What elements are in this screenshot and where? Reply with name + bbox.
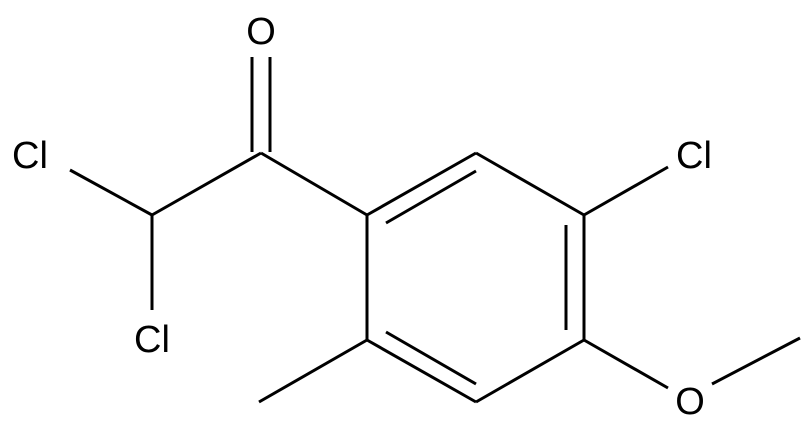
carbonyl-double-bond: [250, 57, 272, 152]
bond-ring-to-methyl: [258, 338, 368, 404]
atom-label-chlorine-bottom: Cl: [134, 319, 170, 361]
bond-ring-to-cl: [583, 165, 669, 217]
bond-dichloromethyl-to-cl-top: [69, 168, 153, 217]
atom-label-carbonyl-oxygen: O: [246, 11, 276, 53]
bond-ring-to-methoxy-oxygen: [583, 338, 669, 390]
bond-carbonyl-to-ring: [260, 151, 368, 217]
atom-label-chlorine-ring: Cl: [676, 135, 712, 177]
atom-label-methoxy-oxygen: O: [675, 381, 705, 423]
bond-methoxy-methyl: [711, 336, 801, 386]
atom-label-chlorine-top: Cl: [12, 135, 48, 177]
bond-carbonyl-to-dichloromethyl: [151, 151, 262, 217]
benzene-ring: [365, 151, 586, 404]
